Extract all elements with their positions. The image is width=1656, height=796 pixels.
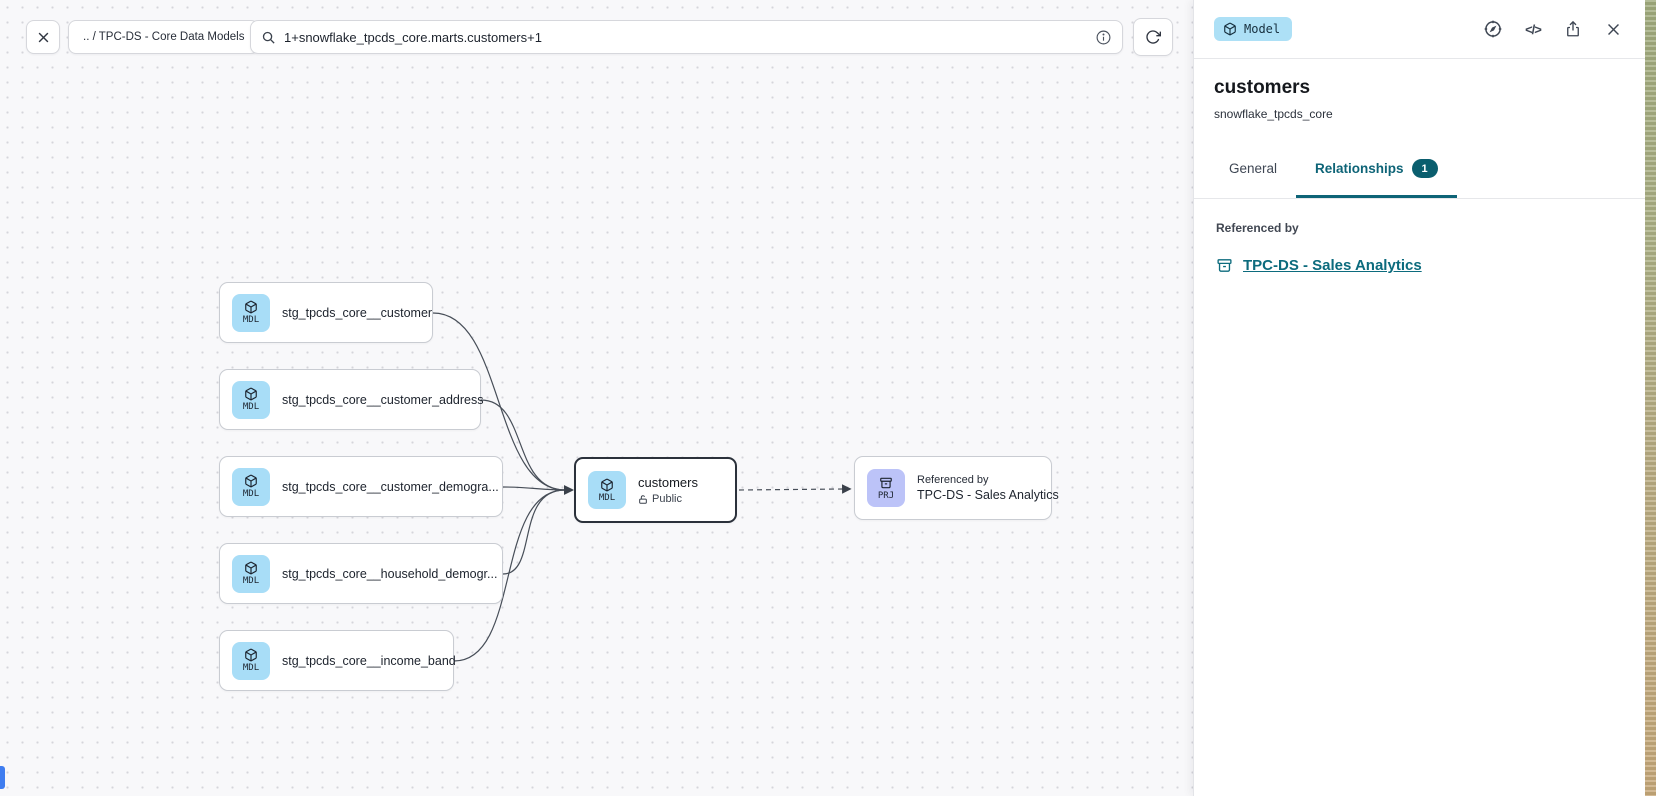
node-stg-household-demographics[interactable]: MDL stg_tpcds_core__household_demogr... xyxy=(219,543,503,604)
panel-header: Model </> xyxy=(1194,0,1645,59)
project-badge: PRJ xyxy=(867,469,905,507)
model-badge: MDL xyxy=(588,471,626,509)
info-icon[interactable] xyxy=(1095,29,1112,46)
edge-customer-demographics xyxy=(502,485,574,495)
cube-icon xyxy=(244,387,258,401)
share-icon xyxy=(1564,20,1582,38)
tab-general[interactable]: General xyxy=(1210,142,1296,198)
lineage-edges xyxy=(432,312,852,662)
badge-label: MDL xyxy=(242,576,260,586)
details-panel: Model </> customers xyxy=(1193,0,1645,796)
tab-label: General xyxy=(1229,161,1278,176)
badge-label: MDL xyxy=(242,402,260,412)
lineage-search xyxy=(250,20,1123,54)
model-badge: MDL xyxy=(232,293,270,332)
close-panel-button[interactable] xyxy=(1601,17,1625,41)
panel-subtitle: snowflake_tpcds_core xyxy=(1214,107,1333,121)
cube-icon xyxy=(244,561,258,575)
explore-lineage-button[interactable] xyxy=(1481,17,1505,41)
badge-label: PRJ xyxy=(877,490,895,501)
project-icon xyxy=(1216,257,1233,274)
resource-type-label: Model xyxy=(1244,22,1281,36)
node-label: stg_tpcds_core__income_band xyxy=(282,653,456,668)
model-badge: MDL xyxy=(232,641,270,680)
node-label: stg_tpcds_core__customer_address xyxy=(282,392,484,407)
close-lineage-button[interactable] xyxy=(26,20,60,54)
cube-icon xyxy=(600,478,614,492)
node-stg-income-band[interactable]: MDL stg_tpcds_core__income_band xyxy=(219,630,456,691)
badge-label: MDL xyxy=(242,489,260,499)
lineage-toolbar: .. / TPC-DS - Core Data Models xyxy=(0,0,1193,60)
access-label: Public xyxy=(652,493,682,505)
share-button[interactable] xyxy=(1561,17,1585,41)
node-label: stg_tpcds_core__customer_demogra... xyxy=(282,479,499,494)
node-stg-customer-address[interactable]: MDL stg_tpcds_core__customer_address xyxy=(219,369,484,430)
tab-label: Relationships xyxy=(1315,161,1404,176)
node-referenced-project[interactable]: PRJ Referenced by TPC-DS - Sales Analyti… xyxy=(854,456,1059,520)
breadcrumb[interactable]: .. / TPC-DS - Core Data Models xyxy=(68,20,260,54)
edge-household-demographics xyxy=(502,485,574,575)
panel-tabs: General Relationships 1 xyxy=(1194,135,1645,199)
model-badge: MDL xyxy=(232,467,270,506)
close-icon xyxy=(1605,21,1622,38)
refresh-icon xyxy=(1145,29,1161,45)
breadcrumb-label: .. / TPC-DS - Core Data Models xyxy=(83,31,245,43)
unlock-icon xyxy=(638,494,648,505)
model-badge: MDL xyxy=(232,554,270,593)
compass-icon xyxy=(1483,19,1503,39)
edge-referenced-by xyxy=(738,484,852,494)
node-label: customers xyxy=(638,475,698,490)
lineage-canvas[interactable]: MDL stg_tpcds_core__customer MDL stg_tpc… xyxy=(0,0,1193,796)
referenced-by-label: Referenced by xyxy=(1216,221,1299,235)
node-label: stg_tpcds_core__household_demogr... xyxy=(282,566,498,581)
view-code-button[interactable]: </> xyxy=(1521,17,1545,41)
cube-icon xyxy=(1223,22,1237,36)
node-customers-selected[interactable]: MDL customers Public xyxy=(574,457,737,523)
node-label: TPC-DS - Sales Analytics xyxy=(917,488,1059,502)
cube-icon xyxy=(244,648,258,662)
node-stg-customer[interactable]: MDL stg_tpcds_core__customer xyxy=(219,282,433,343)
badge-label: MDL xyxy=(242,663,260,673)
resource-type-badge: Model xyxy=(1214,17,1293,41)
node-label: stg_tpcds_core__customer xyxy=(282,305,433,320)
refresh-lineage-button[interactable] xyxy=(1133,18,1173,56)
code-icon: </> xyxy=(1525,21,1542,37)
cube-icon xyxy=(244,474,258,488)
node-stg-customer-demographics[interactable]: MDL stg_tpcds_core__customer_demogra... xyxy=(219,456,503,517)
node-subtitle: Referenced by xyxy=(917,474,989,486)
tab-relationships[interactable]: Relationships 1 xyxy=(1296,142,1457,198)
badge-label: MDL xyxy=(242,315,260,325)
close-icon xyxy=(36,30,51,45)
desktop-wallpaper-strip xyxy=(1645,0,1656,796)
badge-label: MDL xyxy=(598,492,616,503)
archive-icon xyxy=(879,476,893,490)
tab-count-badge: 1 xyxy=(1411,159,1438,178)
search-input[interactable] xyxy=(284,29,1095,45)
referenced-project-link[interactable]: TPC-DS - Sales Analytics xyxy=(1243,257,1422,274)
offscreen-control-fragment xyxy=(0,766,5,789)
cube-icon xyxy=(244,300,258,314)
search-icon xyxy=(261,30,276,45)
model-badge: MDL xyxy=(232,380,270,419)
panel-title: customers xyxy=(1214,77,1311,98)
